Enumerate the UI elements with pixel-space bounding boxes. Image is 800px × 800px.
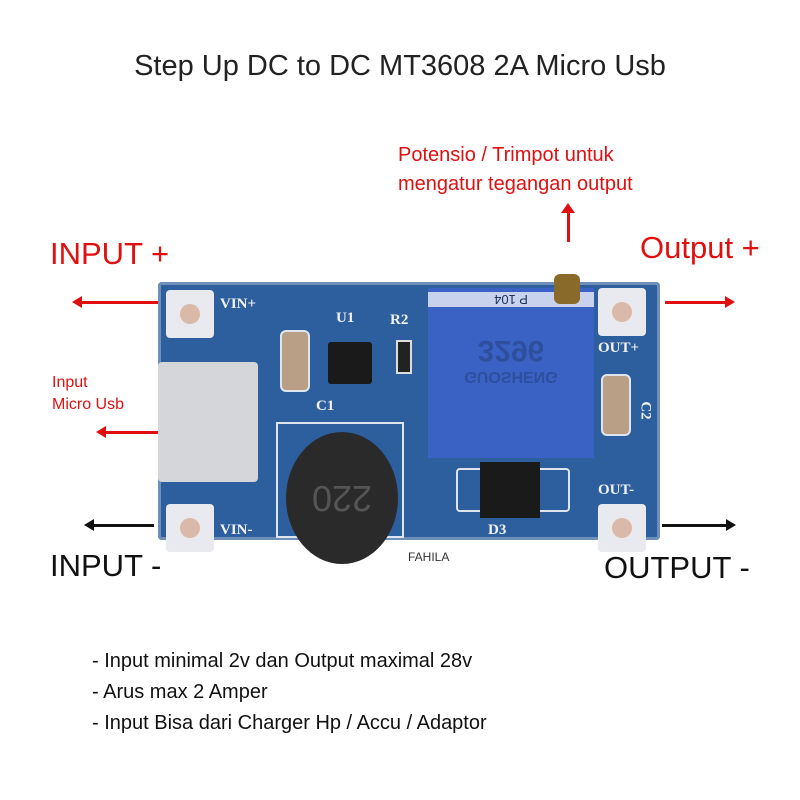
- note-item: - Arus max 2 Amper: [92, 681, 268, 703]
- vin-minus-silk: VIN-: [220, 522, 253, 538]
- mt3608-chip: [328, 342, 372, 384]
- vin-minus-pad: [166, 504, 214, 552]
- trimpot[interactable]: P 104 3296 GUOSHENG: [428, 288, 594, 458]
- capacitor: [280, 330, 310, 392]
- arrow-left-icon: [84, 519, 154, 531]
- vin-plus-silk: VIN+: [220, 296, 257, 312]
- trimpot-brand: GUOSHENG: [464, 368, 558, 385]
- trimpot-screw-icon[interactable]: [554, 274, 580, 304]
- out-minus-silk: OUT-: [598, 482, 635, 498]
- potensio-label-line2: mengatur tegangan output: [398, 173, 633, 195]
- notes-list: - Input minimal 2v dan Output maximal 28…: [92, 646, 487, 739]
- note-item: - Input minimal 2v dan Output maximal 28…: [92, 650, 473, 672]
- d3-silk: D3: [488, 522, 507, 538]
- arrow-right-icon: [665, 296, 735, 308]
- input-minus-label: INPUT -: [50, 548, 162, 583]
- note-item: - Input Bisa dari Charger Hp / Accu / Ad…: [92, 712, 487, 734]
- out-plus-silk: OUT+: [598, 340, 640, 356]
- inductor: 220: [286, 432, 398, 564]
- resistor: [396, 340, 412, 374]
- capacitor: [601, 374, 631, 436]
- arrow-up-icon: [561, 203, 575, 242]
- arrow-left-icon: [96, 426, 160, 438]
- out-plus-pad: [598, 288, 646, 336]
- watermark: FAHILA: [408, 550, 450, 564]
- input-micro-label-line1: Input: [52, 374, 88, 391]
- output-minus-label: OUTPUT -: [604, 550, 750, 585]
- out-minus-pad: [598, 504, 646, 552]
- mt3608-board: VIN+ VIN- OUT+ OUT- U1 R2 C1 D3 C2 220 P…: [158, 274, 660, 564]
- input-plus-label: INPUT +: [50, 236, 170, 271]
- r2-silk: R2: [390, 312, 409, 328]
- micro-usb-port: [158, 362, 258, 482]
- vin-plus-pad: [166, 290, 214, 338]
- c2-silk: C2: [637, 401, 654, 420]
- diode: [480, 462, 540, 518]
- trimpot-code: 3296: [477, 334, 545, 367]
- output-plus-label: Output +: [640, 230, 760, 265]
- potensio-label-line1: Potensio / Trimpot untuk: [398, 144, 614, 166]
- u1-silk: U1: [336, 310, 355, 326]
- input-micro-label-line2: Micro Usb: [52, 396, 125, 413]
- arrow-right-icon: [662, 519, 736, 531]
- arrow-left-icon: [72, 296, 158, 308]
- page-title: Step Up DC to DC MT3608 2A Micro Usb: [134, 50, 666, 82]
- c1-silk: C1: [316, 398, 335, 414]
